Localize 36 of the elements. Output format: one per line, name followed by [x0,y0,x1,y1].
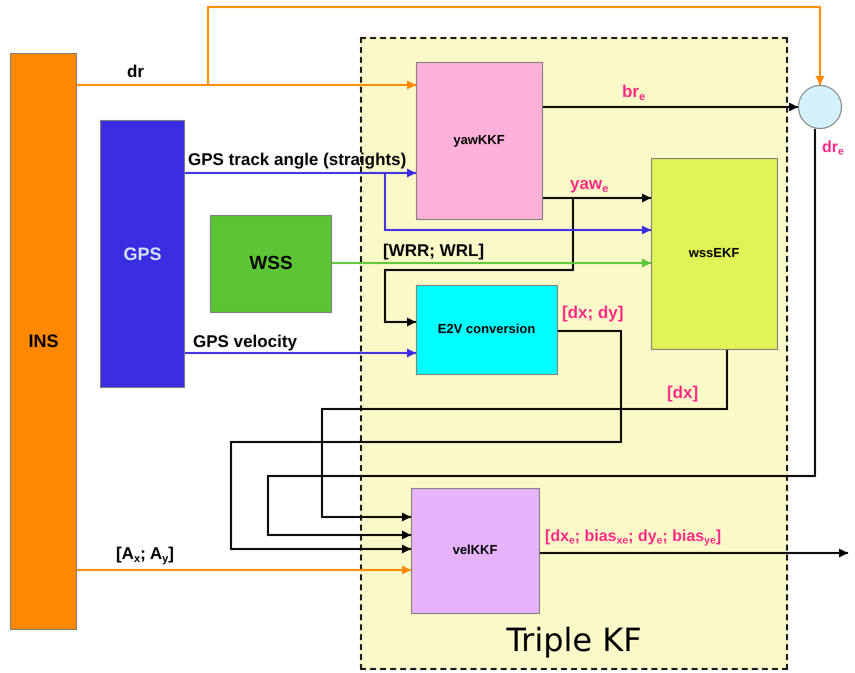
edge-label: [dx; dy] [562,303,624,324]
process-box [410,488,540,614]
edge-label: dr$_{e}$ [822,138,844,160]
arrow [540,548,848,558]
arrow [321,350,728,522]
arrow [267,129,816,540]
summing-junction-circle [798,85,842,129]
edge-label: GPS velocity [193,332,297,352]
process-box [210,215,332,313]
edge-label: GPS track angle (straights) [188,150,406,170]
arrow [77,566,411,574]
edge-label: br$_{e}$ [622,82,646,104]
edge-label: [A$_{x}$; A$_{y}$] [116,544,174,566]
process-box [650,158,778,350]
box-label: yawKKF [453,132,505,149]
process-box [416,284,558,374]
box-label: GPS [123,242,162,266]
edge-label: yaw$_{e}$ [570,174,608,196]
box-label: velKKF [452,542,498,559]
process-box [416,62,542,220]
box-label: E2V conversion [438,321,536,338]
arrow [185,348,416,358]
arrow [230,330,622,554]
box-label: Triple KF [506,620,642,660]
edge-label: [dx$_{e}$; bias$_{xe}$; dy$_{e}$; bias$_{ye}$] [545,527,722,548]
arrow [384,197,574,326]
process-box [100,120,185,388]
box-label: wssEKF [688,245,740,262]
edge-label: dr [127,62,144,82]
box-label: INS [28,330,58,353]
process-box [10,53,77,630]
arrow [543,102,798,112]
arrow [332,258,651,268]
edge-label: [dx] [667,383,698,404]
box-label: WSS [249,252,293,276]
edge-label: [WRR; WRL] [383,241,484,262]
